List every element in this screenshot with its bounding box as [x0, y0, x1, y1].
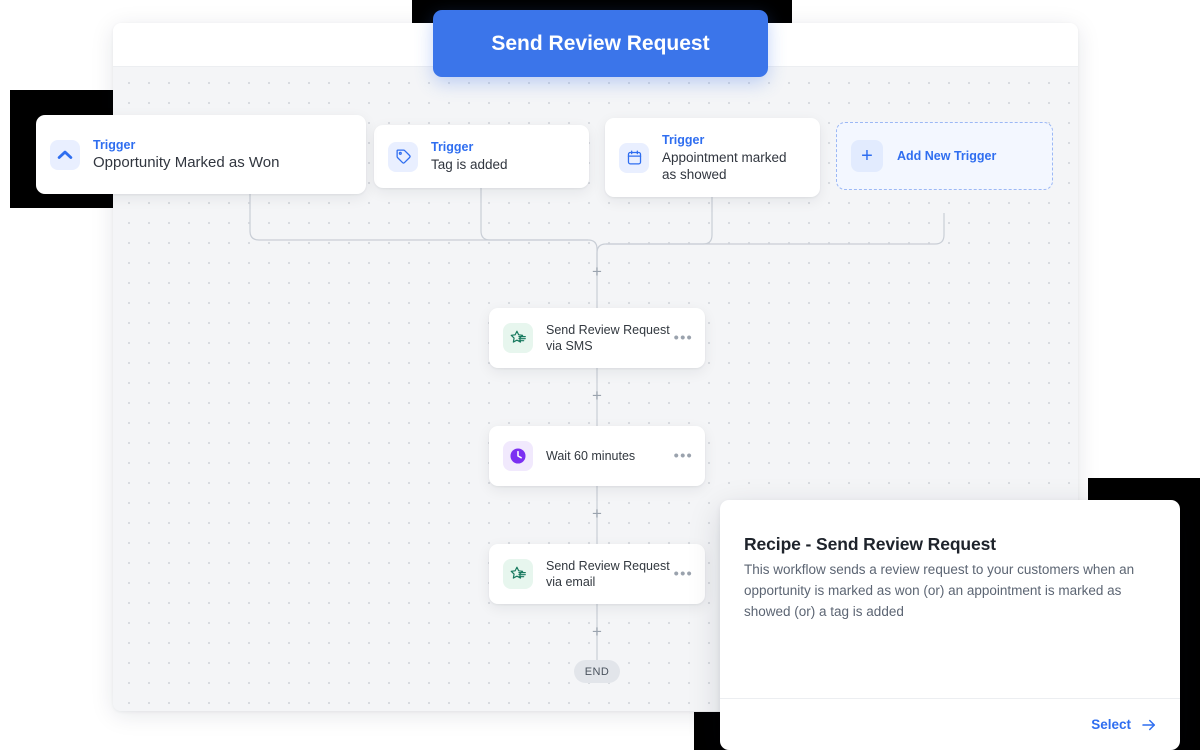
- tag-icon: [388, 141, 418, 172]
- trigger-kind-label: Trigger: [431, 140, 474, 154]
- end-node: END: [574, 660, 620, 683]
- trigger-name: Opportunity Marked as Won: [93, 154, 280, 171]
- add-step-button-2[interactable]: +: [592, 386, 602, 405]
- trigger-kind-label: Trigger: [93, 138, 136, 152]
- calendar-icon: [619, 142, 649, 173]
- select-button-label[interactable]: Select: [1091, 717, 1131, 732]
- review-star-icon: [503, 323, 533, 353]
- action-menu-button[interactable]: •••: [673, 565, 693, 583]
- action-name: Wait 60 minutes: [546, 449, 636, 463]
- action-card-wait-60-minutes[interactable]: Wait 60 minutes •••: [489, 426, 705, 486]
- action-card-send-review-request-via-email[interactable]: Send Review Request via email •••: [489, 544, 705, 604]
- add-step-button-4[interactable]: +: [592, 622, 602, 641]
- add-step-button-1[interactable]: +: [592, 262, 602, 281]
- chevron-up-icon: [50, 139, 80, 170]
- review-star-icon: [503, 559, 533, 589]
- add-step-button-3[interactable]: +: [592, 504, 602, 523]
- trigger-card-opportunity-marked-as-won[interactable]: Trigger Opportunity Marked as Won: [36, 115, 366, 194]
- action-menu-button[interactable]: •••: [673, 329, 693, 347]
- trigger-name: Appointment marked as showed: [662, 149, 787, 182]
- recipe-title: Recipe - Send Review Request: [744, 534, 997, 554]
- trigger-card-tag-is-added[interactable]: Trigger Tag is added: [374, 125, 589, 188]
- trigger-card-appointment-marked-as-showed[interactable]: Trigger Appointment marked as showed: [605, 118, 820, 197]
- action-name: Send Review Request via SMS: [546, 323, 670, 353]
- arrow-right-icon[interactable]: [1140, 716, 1158, 734]
- action-name: Send Review Request via email: [546, 559, 670, 589]
- recipe-description: This workflow sends a review request to …: [744, 562, 1135, 619]
- add-new-trigger-label: Add New Trigger: [897, 149, 997, 163]
- plus-icon: +: [851, 140, 883, 172]
- trigger-name: Tag is added: [431, 157, 508, 172]
- recipe-detail-panel: Recipe - Send Review Request This workfl…: [720, 500, 1180, 750]
- action-card-send-review-request-via-sms[interactable]: Send Review Request via SMS •••: [489, 308, 705, 368]
- send-review-request-button[interactable]: Send Review Request: [433, 10, 768, 77]
- trigger-kind-label: Trigger: [662, 132, 705, 147]
- recipe-footer: Select: [720, 698, 1180, 750]
- action-menu-button[interactable]: •••: [673, 447, 693, 465]
- clock-icon: [503, 441, 533, 471]
- add-new-trigger-button[interactable]: + Add New Trigger: [836, 122, 1053, 190]
